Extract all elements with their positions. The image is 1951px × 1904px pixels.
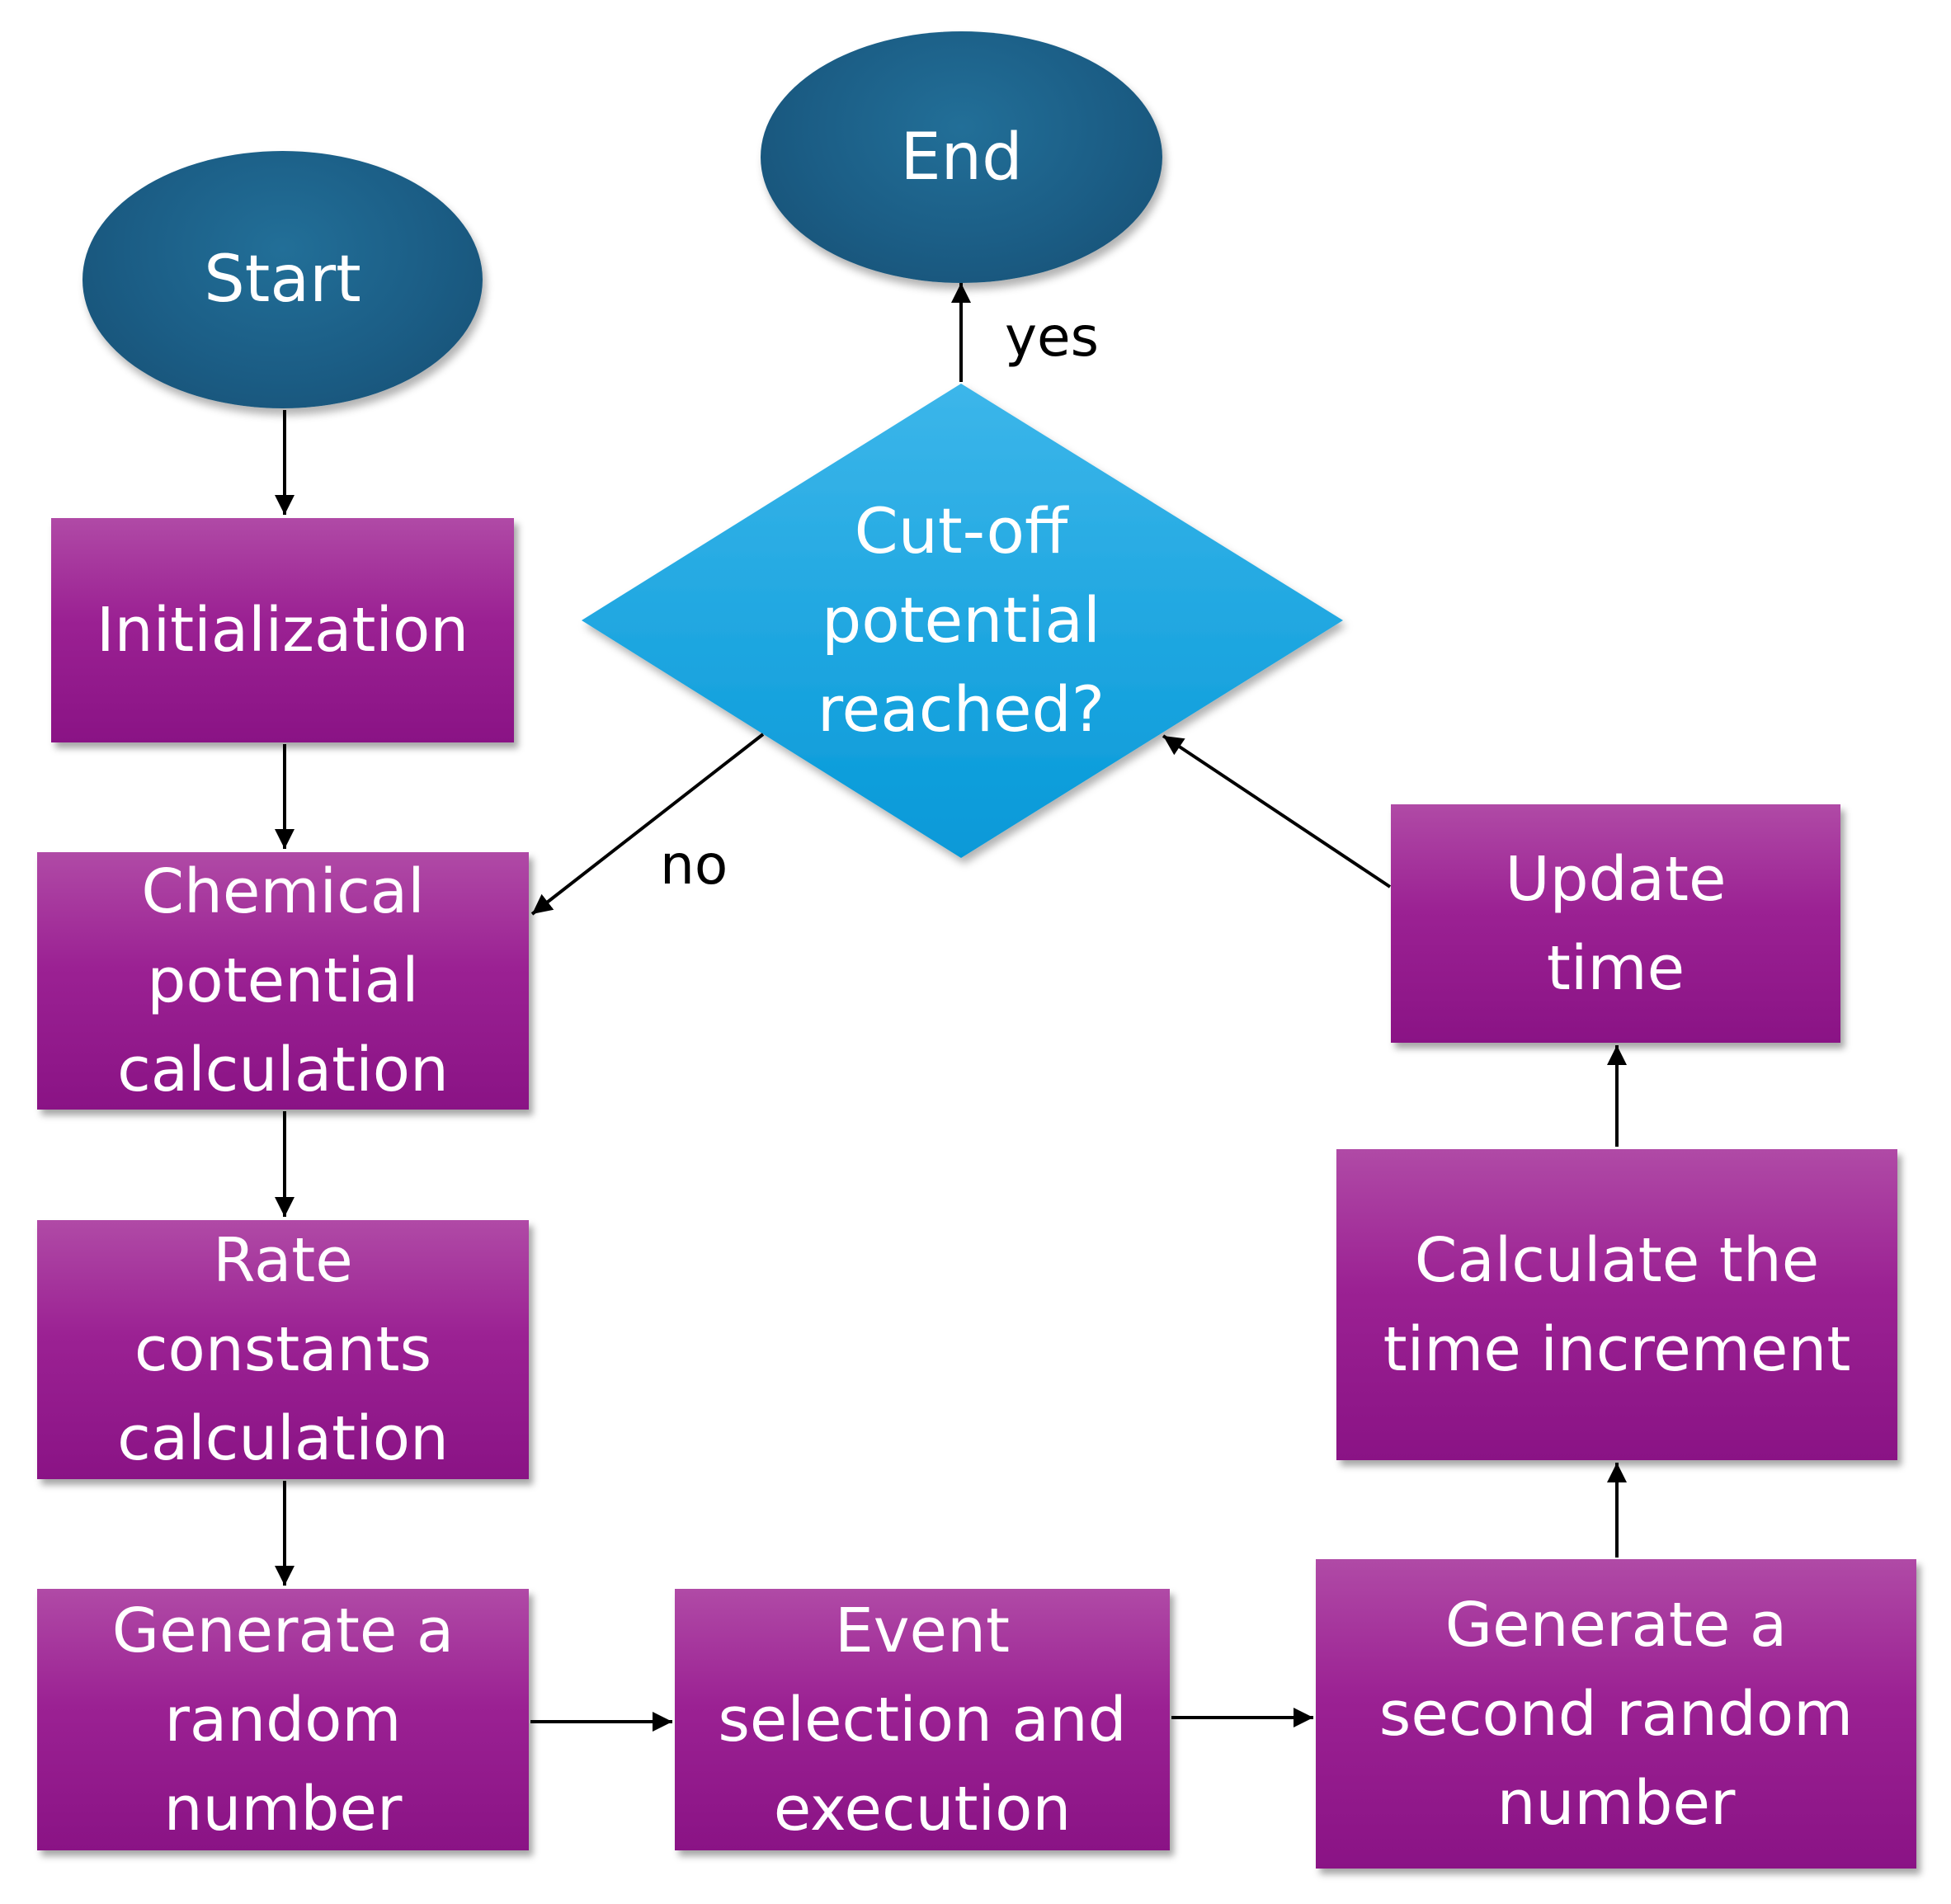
time-increment-box: Calculate the time increment [1336,1149,1897,1460]
rate-constants-box: Rate constants calculation [37,1220,529,1479]
end-label: End [900,120,1023,195]
time-increment-line-1: Calculate the [1414,1224,1820,1296]
rate-constants-line-3: calculation [117,1403,449,1474]
decision-line-2: potential [821,583,1101,657]
start-label: Start [204,243,361,317]
second-random-line-2: second random [1378,1678,1854,1750]
chemical-potential-line-2: potential [147,945,419,1016]
random-number-line-3: number [163,1773,403,1845]
decision-diamond [582,384,1343,858]
random-number-box: Generate a random number [37,1589,529,1850]
decision-line-3: reached? [817,672,1105,746]
event-selection-line-2: selection and [718,1684,1127,1756]
end-terminal: End [761,31,1162,283]
rate-constants-line-1: Rate [213,1225,353,1296]
initialization-box: Initialization [51,518,514,742]
time-increment-line-2: time increment [1383,1313,1851,1385]
rate-constants-line-2: constants [134,1314,432,1385]
start-terminal: Start [82,151,483,408]
chemical-potential-box: Chemical potential calculation [37,852,529,1110]
update-time-box: Update time [1391,804,1840,1043]
initialization-label: Initialization [96,595,469,666]
random-number-line-2: random [164,1684,402,1756]
no-label: no [660,833,728,897]
chemical-potential-line-3: calculation [117,1034,449,1105]
second-random-line-1: Generate a [1444,1589,1788,1661]
decision-label: Cut-off potential reached? [755,487,1167,754]
decision-line-1: Cut-off [854,494,1068,568]
event-selection-box: Event selection and execution [675,1589,1170,1850]
yes-label: yes [1005,305,1100,369]
arrow-update-time-to-decision [1162,734,1392,888]
update-time-line-1: Update [1505,843,1727,915]
arrow-decision-no-to-chemical [530,733,765,916]
random-number-line-1: Generate a [111,1595,455,1666]
second-random-box: Generate a second random number [1316,1559,1916,1869]
event-selection-line-1: Event [835,1595,1010,1666]
event-selection-line-3: execution [773,1773,1072,1845]
second-random-line-3: number [1496,1767,1736,1839]
chemical-potential-line-1: Chemical [141,856,425,927]
update-time-line-2: time [1546,932,1685,1004]
